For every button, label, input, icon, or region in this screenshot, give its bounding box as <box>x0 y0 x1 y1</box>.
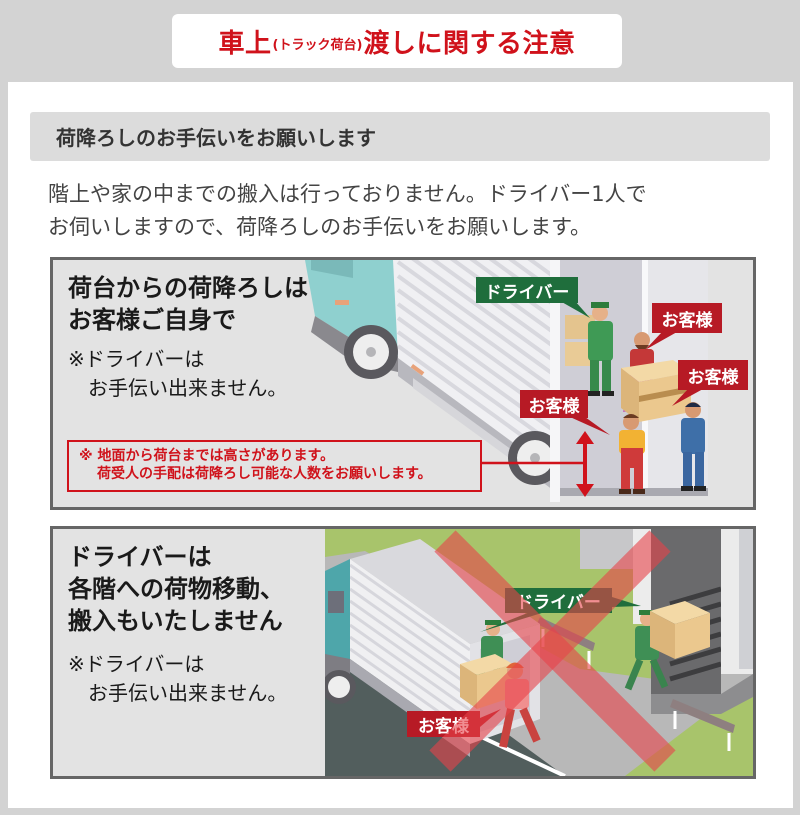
panel-2-note-line-1: ※ドライバーは <box>68 652 205 676</box>
driver-label-text: ドライバー <box>484 282 570 303</box>
driver-label-panel-2-text: ドライバー <box>516 593 601 613</box>
panel-1-title: 荷台からの荷降ろしは お客様ご自身で <box>68 272 308 336</box>
panel-1-note-line-2: お手伝い出来ません。 <box>88 376 288 400</box>
intro-line-1: 階上や家の中までの搬入は行っておりません。ドライバー1人で <box>48 182 647 206</box>
customer-label-2-text: お客様 <box>687 367 739 388</box>
customer-label-3: お客様 <box>520 390 588 418</box>
driver-label: ドライバー <box>476 277 578 303</box>
panel-1-title-line-2: お客様ご自身で <box>68 306 236 334</box>
title-part-2: 渡しに関する注意 <box>363 28 576 59</box>
panel-2-note: ※ドライバーは お手伝い出来ません。 <box>68 650 287 708</box>
panel-no-carry-in: ドライバーは 各階への荷物移動、 搬入もいたしません ※ドライバーは お手伝い出… <box>50 526 756 779</box>
page-title: 車上 (トラック荷台) 渡しに関する注意 <box>172 14 622 68</box>
panel-1-note: ※ドライバーは お手伝い出来ません。 <box>68 345 287 403</box>
customer-label-3-text: お客様 <box>528 396 580 417</box>
panel-2-title-line-3: 搬入もいたしません <box>68 607 283 635</box>
driver-label-panel-2: ドライバー <box>505 588 612 613</box>
height-warning-box: ※ 地面から荷台までは高さがあります。 荷受人の手配は荷降ろし可能な人数をお願い… <box>67 440 482 492</box>
intro-line-2: お伺いしますので、荷降ろしのお手伝いをお願いします。 <box>48 215 592 239</box>
title-small: (トラック荷台) <box>272 37 363 53</box>
panel-1-title-line-1: 荷台からの荷降ろしは <box>68 274 308 302</box>
section-heading: 荷降ろしのお手伝いをお願いします <box>30 112 770 161</box>
panel-2-title: ドライバーは 各階への荷物移動、 搬入もいたしません <box>68 541 284 637</box>
warning-line-2: 荷受人の手配は荷降ろし可能な人数をお願いします。 <box>97 466 432 482</box>
section-heading-text: 荷降ろしのお手伝いをお願いします <box>56 126 376 150</box>
customer-label-2: お客様 <box>678 360 748 390</box>
warning-line-1: ※ 地面から荷台までは高さがあります。 <box>79 448 335 464</box>
customer-label-panel-2-text: お客様 <box>418 716 469 737</box>
customer-label-panel-2: お客様 <box>407 711 480 737</box>
panel-2-title-line-2: 各階への荷物移動、 <box>68 575 284 603</box>
title-part-1: 車上 <box>218 28 272 59</box>
customer-label-1-text: お客様 <box>661 310 713 331</box>
building-delivery-illustration <box>325 529 753 776</box>
panel-1-note-line-1: ※ドライバーは <box>68 347 205 371</box>
panel-2-title-line-1: ドライバーは <box>68 543 212 571</box>
panel-2-note-line-2: お手伝い出来ません。 <box>88 681 288 705</box>
customer-label-1: お客様 <box>652 303 722 333</box>
intro-paragraph: 階上や家の中までの搬入は行っておりません。ドライバー1人で お伺いしますので、荷… <box>48 178 748 244</box>
